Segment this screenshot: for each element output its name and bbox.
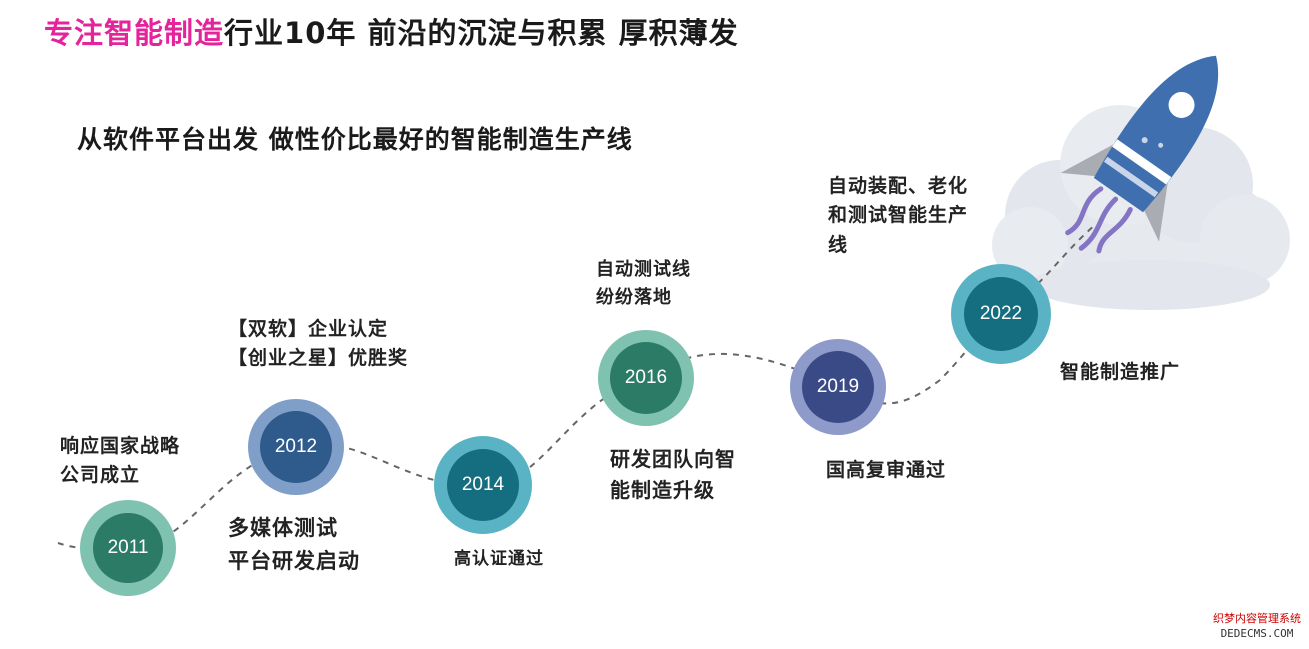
milestone-year-2019: 2019 [802,351,874,423]
watermark-line2: DEDECMS.COM [1220,626,1294,640]
watermark: 织梦内容管理系统 DEDECMS.COM [1213,612,1301,641]
milestone-text-2019: 国高复审通过 [826,459,947,481]
milestone-year-2012: 2012 [260,411,332,483]
page-title: 专注智能制造行业10年 前沿的沉淀与积累 厚积薄发 [44,10,739,52]
milestone-text-2014: 高认证通过 [454,549,544,569]
milestone-node-2022: 2022 [951,264,1051,364]
milestone-year-2022: 2022 [964,277,1038,351]
timeline-path [57,224,1096,551]
milestone-text-2012-above: 【双软】企业认定 【创业之星】优胜奖 [228,318,409,370]
milestone-node-2016: 2016 [598,330,694,426]
watermark-line1: 织梦内容管理系统 [1213,612,1301,626]
title-highlight: 专注智能制造 [44,16,225,50]
milestone-text-2011: 响应国家战略 公司成立 [60,435,181,487]
milestone-node-2014: 2014 [434,436,532,534]
milestone-year-2014: 2014 [447,449,519,521]
milestone-node-2011: 2011 [80,500,176,596]
milestone-node-2012: 2012 [248,399,344,495]
milestone-text-2016-below: 研发团队向智 能制造升级 [610,447,736,502]
milestone-text-2012-below: 多媒体测试 平台研发启动 [228,516,360,573]
milestone-text-2022-above: 自动装配、老化 和测试智能生产 线 [828,175,969,256]
milestone-year-2016: 2016 [610,342,682,414]
rocket-icon [1060,55,1219,254]
milestone-year-2011: 2011 [93,513,163,583]
milestone-node-2019: 2019 [790,339,886,435]
title-rest: 行业10年 前沿的沉淀与积累 厚积薄发 [224,16,739,50]
milestone-text-2022-below: 智能制造推广 [1060,361,1181,383]
milestone-text-2016-above: 自动测试线 纷纷落地 [596,259,691,308]
page-subtitle: 从软件平台出发 做性价比最好的智能制造生产线 [77,125,633,154]
